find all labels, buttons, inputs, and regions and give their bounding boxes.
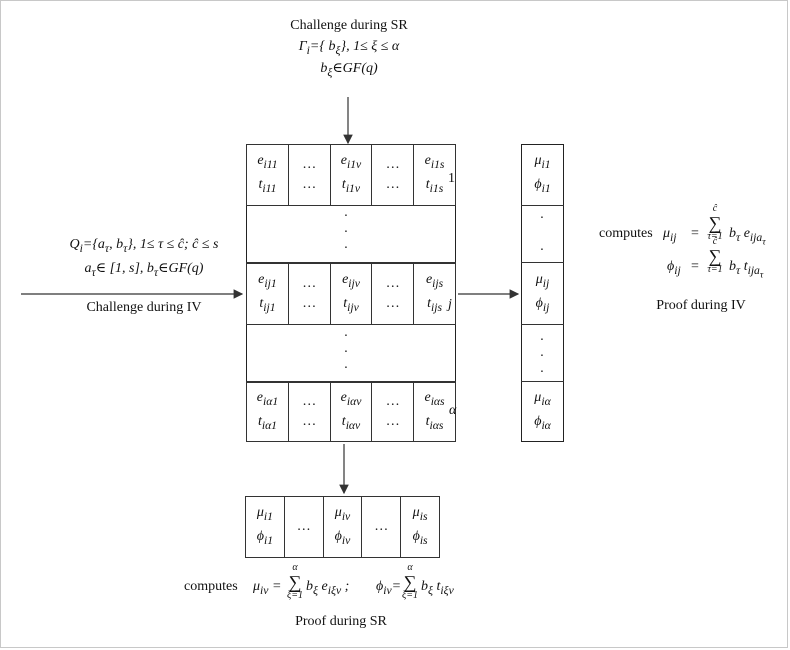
matrix-vdots-lower: ··· [343, 329, 349, 376]
right-gap-upper [521, 206, 564, 263]
row-label-1: 1 [448, 171, 455, 186]
top-gamma-set: Γi={ bξ}, 1≤ ξ ≤ α [298, 39, 400, 57]
bottom-computes-label: computes [184, 579, 238, 594]
right-mu-sum: ĉ∑τ=1 [707, 203, 723, 242]
right-phi-lhs: ϕij [667, 259, 681, 277]
right-gap-lower [521, 325, 564, 382]
bottom-phi-lhs: ϕiv= [376, 579, 402, 597]
right-phi-rhs: bτ tijaτ [729, 259, 764, 281]
row-label-j: j [448, 297, 452, 312]
right-computes-label: computes [599, 226, 653, 241]
right-mu-rhs: bτ eijaτ [729, 226, 766, 248]
bottom-phi-sum: α∑ξ=1 [401, 562, 419, 601]
bottom-mu-lhs: μiv = [253, 579, 282, 597]
matrix-gap-lower [246, 325, 456, 382]
bottom-mu-sum: α∑ξ=1 [286, 562, 304, 601]
right-caption: Proof during IV [656, 298, 746, 313]
top-gf-condition: bξ∈GF(q) [320, 61, 378, 79]
row-label-alpha: α [449, 403, 457, 418]
left-caption: Challenge during IV [86, 300, 202, 315]
right-phi-equals: = [691, 259, 699, 274]
bottom-mu-rhs: bξ eiξv ; [306, 579, 350, 597]
right-phi-sum: ĉ∑τ=1 [707, 236, 723, 275]
left-range: aτ∈ [1, s], bτ∈GF(q) [84, 261, 204, 279]
right-vdots-lower: ··· [539, 333, 545, 380]
right-column [521, 144, 564, 442]
matrix-vdots-upper: ··· [343, 209, 349, 256]
left-q-set: Qi={aτ, bτ}, 1≤ τ ≤ ĉ; ĉ ≤ s [69, 237, 219, 255]
right-mu-equals: = [691, 226, 699, 241]
right-vdots-upper: ·· [539, 211, 545, 258]
bottom-phi-rhs: bξ tiξv [421, 579, 454, 597]
matrix-gap-upper [246, 206, 456, 263]
right-mu-lhs: μij [663, 226, 677, 244]
top-title: Challenge during SR [290, 18, 408, 33]
bottom-caption: Proof during SR [295, 614, 387, 629]
